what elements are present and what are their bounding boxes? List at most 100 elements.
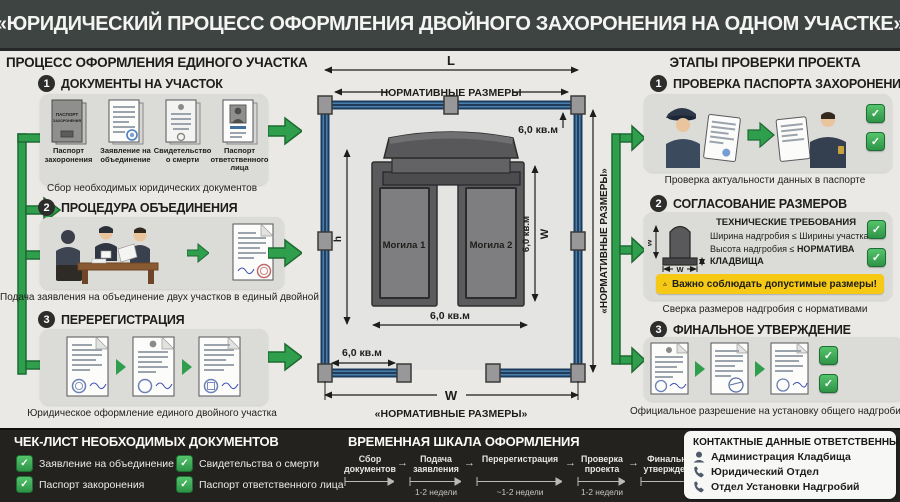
step-number-badge: 1 (650, 75, 667, 92)
check-list: ✓ ✓ (819, 345, 838, 393)
right-step1-title: ПРОВЕРКА ПАСПОРТА ЗАХОРОНЕНИЯ (673, 76, 900, 91)
dim-W-label: W (445, 388, 458, 403)
headstone-dimensions-icon: W W (648, 225, 705, 274)
check-icon: ✓ (819, 345, 838, 365)
grave-1: Могила 1 (371, 161, 438, 307)
contact-label: Администрация Кладбища (711, 451, 851, 463)
stamped-document-icon (232, 223, 274, 281)
check-icon: ✓ (819, 373, 838, 393)
headstone-height-label: W (648, 239, 654, 247)
right-step1-caption: Проверка актуальности данных в паспорте (664, 175, 866, 186)
contact-label: Отдел Установки Надгробий (711, 481, 860, 493)
timeline-durations: 1-2 недели ~1-2 недели 1-2 недели (344, 477, 704, 497)
left-column-title: ПРОЦЕСС ОФОРМЛЕНИЯ ЕДИНОГО УЧАСТКА (6, 55, 308, 70)
check-icon: ✓ (867, 248, 886, 267)
doc-label: Свидетельство о смерти (153, 146, 212, 164)
doc-merge-application: Заявление на объединение (99, 99, 153, 164)
duration-line-icon (476, 477, 562, 486)
contacts-box: КОНТАКТНЫЕ ДАННЫЕ ОТВЕТСТВЕННЫХ ЛИЦ Адми… (684, 431, 900, 499)
arrow-right-icon (116, 359, 126, 375)
header-bar: «ЮРИДИЧЕСКИЙ ПРОЦЕСС ОФОРМЛЕНИЯ ДВОЙНОГО… (0, 0, 900, 51)
tech-requirements-title: ТЕХНИЧЕСКИЕ ТРЕБОВАНИЯ (715, 217, 857, 228)
area-top-right-label: 6,0 кв.м (518, 124, 558, 136)
right-step3-header: 3 ФИНАЛЬНОЕ УТВЕРЖДЕНИЕ (650, 321, 851, 338)
arrow-right-icon (268, 238, 302, 268)
left-step1-card: ПАСПОРТ ЗАХОРОНЕНИЯ Паспорт захоронения … (40, 94, 269, 185)
right-step3-card: ✓ ✓ (644, 337, 900, 401)
svg-text:ПАСПОРТ: ПАСПОРТ (55, 112, 78, 117)
left-step2-title: ПРОЦЕДУРА ОБЪЕДИНЕНИЯ (61, 200, 238, 215)
duration-line-icon (577, 477, 625, 486)
step-number-badge: 2 (650, 195, 667, 212)
checklist-item-label: Паспорт закоронения (39, 478, 145, 491)
doc-death-certificate: Свидетельство о смерти (153, 99, 212, 164)
duration-label: ~1-2 недели (496, 487, 544, 497)
duration-label: 1-2 недели (415, 487, 457, 497)
check-icon: ✓ (866, 132, 885, 151)
burial-passport-icon: ПАСПОРТ ЗАХОРОНЕНИЯ (51, 99, 86, 145)
arrow-icon: → (464, 457, 475, 469)
tech-requirements: ТЕХНИЧЕСКИЕ ТРЕБОВАНИЯ Ширина надгробия … (710, 217, 869, 267)
contact-item: Администрация Кладбища (693, 451, 887, 463)
arrow-right-icon (755, 361, 765, 377)
timeline-stage: Финальное утверждение (643, 454, 701, 475)
phone-icon (694, 466, 704, 478)
doc-burial-passport: ПАСПОРТ ЗАХОРОНЕНИЯ Паспорт захоронения (42, 99, 96, 164)
dim-right-label: W (539, 228, 551, 239)
document-icon (770, 342, 809, 395)
monument-icon (382, 131, 521, 186)
left-step3-caption: Юридическое оформление единого двойного … (27, 408, 277, 419)
area-right-label: 6,0 кв.м (521, 216, 532, 252)
page-title: «ЮРИДИЧЕСКИЙ ПРОЦЕСС ОФОРМЛЕНИЯ ДВОЙНОГО… (0, 12, 900, 35)
inspection-scene-icon (666, 108, 846, 168)
arrow-icon: → (628, 457, 639, 469)
left-step1-header: 1 ДОКУМЕНТЫ НА УЧАСТОК (38, 75, 223, 92)
norm-right-label: «НОРМАТИВНЫЕ РАЗМЕРЫ» (599, 168, 610, 314)
doc-label: Паспорт ответственного лица (210, 146, 269, 173)
headstone-width-label: W (676, 265, 684, 274)
arrow-right-icon (268, 116, 302, 146)
checklist-item-label: Заявление на объединение (39, 457, 174, 470)
duration-line-icon (344, 477, 394, 486)
duration-label: 1-2 недели (581, 487, 623, 497)
norm-bottom-label: «НОРМАТИВНЫЕ РАЗМЕРЫ» (375, 408, 528, 420)
timeline-stage: Сбор документов (344, 454, 396, 475)
checklist-title: ЧЕК-ЛИСТ НЕОБХОДИМЫХ ДОКУМЕНТОВ (14, 434, 279, 449)
left-step3-header: 3 ПЕРЕРЕГИСТРАЦИЯ (38, 311, 185, 328)
left-step2-caption: Подача заявления на объединение двух уча… (0, 292, 319, 303)
arrow-right-icon (187, 243, 209, 263)
right-flow-connector-icon (611, 124, 646, 374)
timeline-stage: Проверка проекта (581, 454, 623, 475)
req-height-label: Высота надгробия ≤ (710, 244, 797, 255)
svg-text:ЗАХОРОНЕНИЯ: ЗАХОРОНЕНИЯ (53, 119, 81, 123)
contact-item: Отдел Установки Надгробий (693, 481, 887, 493)
doc-label: Паспорт захоронения (44, 146, 93, 164)
document-icon (710, 342, 749, 395)
left-step2-header: 2 ПРОЦЕДУРА ОБЪЕДИНЕНИЯ (38, 199, 238, 216)
warning-banner: Важно соблюдать допустимые размеры! (656, 274, 884, 294)
warning-triangle-icon (663, 282, 667, 286)
arrow-right-icon (695, 361, 705, 377)
meeting-scene-icon (56, 226, 159, 284)
plot-diagram: Могила 1 Могила 2 (317, 54, 610, 420)
right-column-title: ЭТАПЫ ПРОВЕРКИ ПРОЕКТА (669, 55, 861, 70)
left-step3-title: ПЕРЕРЕГИСТРАЦИЯ (61, 312, 185, 327)
req-height-value: НОРМАТИВА КЛАДВИЩА (710, 244, 855, 266)
step-number-badge: 3 (650, 321, 667, 338)
check-icon: ✓ (16, 455, 33, 472)
area-bottom-left-label: 6,0 кв.м (342, 347, 382, 359)
left-step1-title: ДОКУМЕНТЫ НА УЧАСТОК (61, 76, 223, 91)
check-icon: ✓ (176, 476, 193, 493)
contact-label: Юридический Отдел (711, 466, 819, 478)
merge-application-icon (108, 99, 143, 145)
document-icon (66, 336, 109, 397)
duration-line-icon (409, 477, 461, 486)
right-step3-title: ФИНАЛЬНОЕ УТВЕРЖДЕНИЕ (673, 322, 851, 337)
step-number-badge: 2 (38, 199, 55, 216)
document-icon (132, 336, 175, 397)
timeline-stage: Подача заявления (413, 454, 459, 475)
timeline-duration-cell: 1-2 недели (577, 477, 627, 497)
arrow-icon: → (565, 457, 576, 469)
arrow-right-icon (182, 359, 192, 375)
